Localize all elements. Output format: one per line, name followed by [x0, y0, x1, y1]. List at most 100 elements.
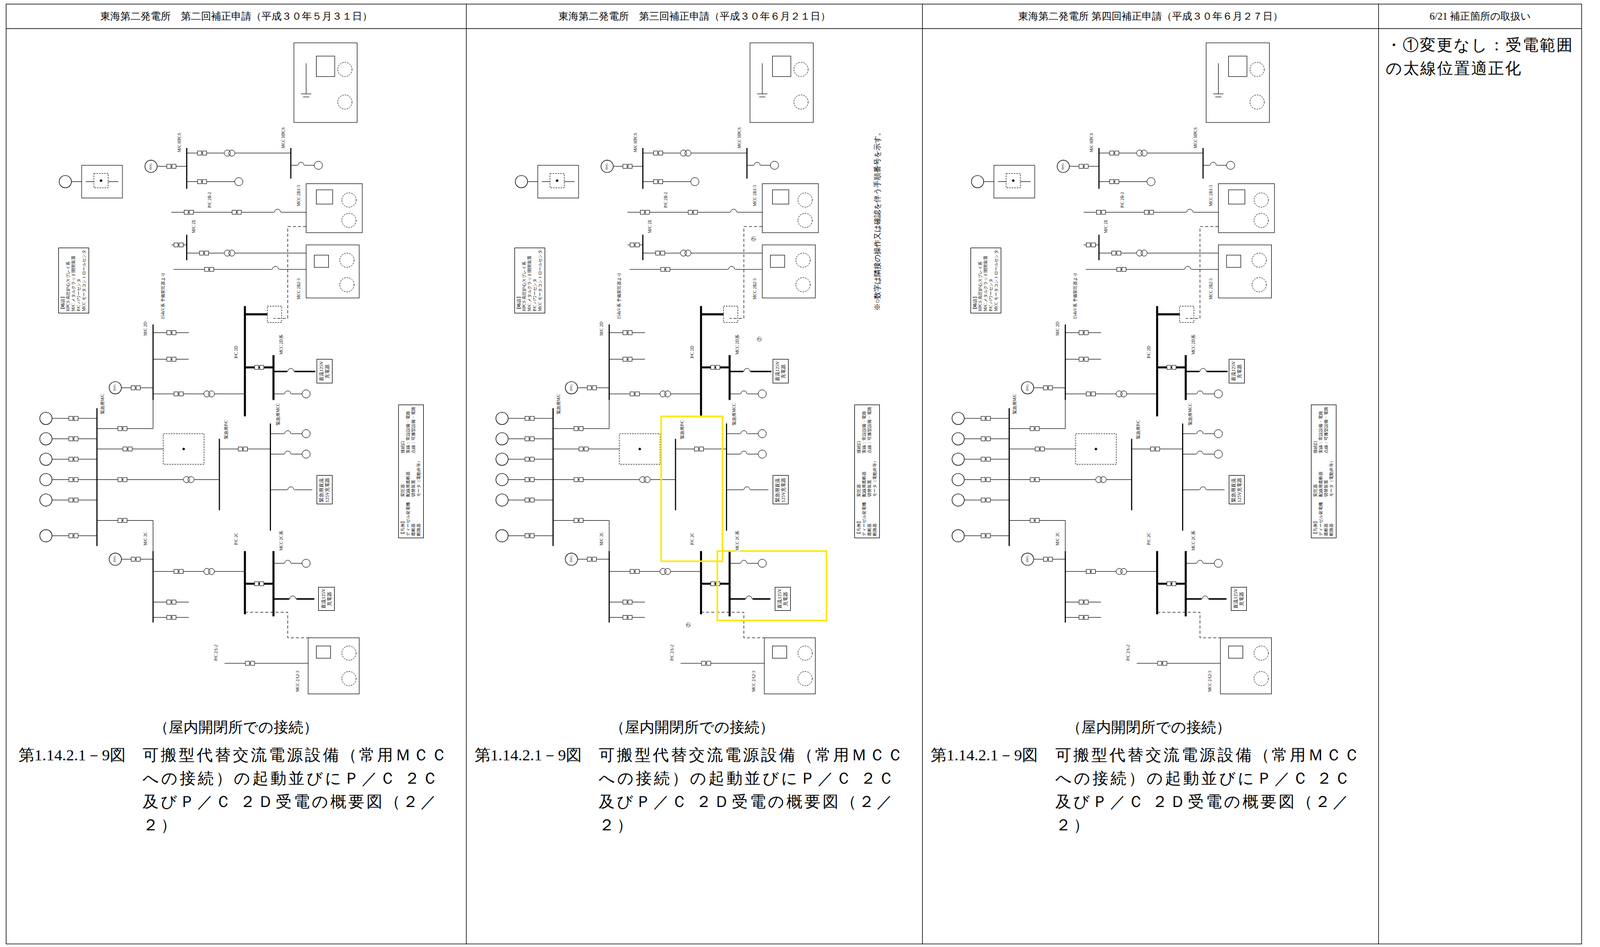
bus-label: 緊急用MCC [732, 402, 738, 426]
node-text: 点線：可搬型設備・電路 [411, 406, 417, 454]
node-content: 【略語】HPCS 高圧炉心スプレイ系M/C メタルクラッド開閉装置P/C パワー… [60, 249, 87, 312]
bus-label: MCC 2C系 [1191, 530, 1197, 552]
bus-label: MCC HPCS [281, 126, 286, 150]
node-text: 断路器 [872, 502, 878, 537]
node-text: MCC モータコントロールセンタ [993, 249, 1000, 312]
bus-label: MCC 2C系 [279, 530, 285, 552]
bus-label: 154kV系 予備変圧器より [617, 272, 623, 320]
bus-label: 緊急用P/C [1136, 419, 1142, 440]
bus-label: P/C 2A-2 [214, 644, 220, 662]
node-text: P/C パワーセンタ [532, 249, 538, 312]
bus-label: P/C 2D [690, 345, 696, 360]
node-text: HPCS 高圧炉心スプレイ系 [65, 249, 72, 312]
bus-label: M/C 2C [599, 531, 605, 547]
bus-label: MCC 2B2-3 [296, 277, 302, 301]
bus-label: MCC 2D系 [1191, 334, 1197, 356]
node-text: MCC モータコントロールセンタ [537, 249, 544, 312]
node-content: 直流125V 充電器 [776, 589, 790, 610]
bus-label: P/C 2D [234, 345, 240, 360]
charger-box: 直流125V 充電器 [772, 359, 790, 384]
node-text: 【凡例】 [1313, 502, 1319, 537]
node-text: 遮断器 [411, 502, 417, 537]
charger-box: 直流125V 充電器 [318, 587, 335, 612]
node-text: 変圧器 [856, 458, 862, 497]
node-text: 遮断器 [1323, 502, 1330, 537]
bus-label: 緊急用M/C [556, 393, 562, 416]
callout-number: ⑦ [751, 235, 757, 242]
bus-label: M/C 2C [143, 531, 149, 547]
node-text: 実線：常設設備・電路 [861, 406, 868, 454]
figure-caption: 可搬型代替交流電源設備（常用ＭＣＣへの接続）の起動並びにＰ／Ｃ ２Ｃ及びＰ／Ｃ … [1055, 743, 1369, 837]
bus-label: M/C 2E [1103, 219, 1109, 234]
bus-label: D/G [1025, 555, 1030, 563]
bus-label: MCC 2D系 [735, 334, 741, 356]
node-content: 直流125V 充電器 [318, 361, 331, 382]
highlight-frame-part [717, 551, 827, 621]
node-text: 直流125V 充電器 [318, 361, 331, 382]
bus-label: D/G [113, 383, 118, 392]
table-grid [6, 4, 1582, 945]
bus-label: MCC 2B2-3 [752, 277, 758, 301]
node-text: 直流125V 充電器 [320, 589, 333, 610]
node-text: 配線用遮断器 [1318, 458, 1324, 497]
node-content: 直流125V 充電器 [774, 361, 788, 382]
bus-label: D/G [149, 162, 154, 171]
bus-label: MCC 2A2-3 [752, 670, 757, 693]
bus-label: MCC 2B2-3 [1209, 277, 1214, 301]
node-text: 実線：常設設備・電路 [405, 406, 412, 454]
node-text: 緊急用直流 125V充電器 [1230, 477, 1244, 503]
node-text: 実線：常設設備・電路 [1318, 406, 1324, 454]
bus-label: 154kV系 予備変圧器より [160, 272, 166, 320]
node-content: 緊急用直流 125V充電器 [318, 477, 331, 503]
revision-note: ・①変更なし：受電範囲の太線位置適正化 [1385, 33, 1577, 81]
bus-label: D/G [569, 555, 574, 563]
abbreviation-box: 【略語】HPCS 高圧炉心スプレイ系M/C メタルクラッド開閉装置P/C パワー… [970, 247, 1002, 314]
bus-label: M/C 2E [191, 219, 197, 234]
node-text: M/C メタルクラッド開閉装置 [527, 249, 533, 312]
node-text: 遮断器 [867, 502, 873, 537]
node-text: 点線：可搬型設備・電路 [867, 406, 873, 454]
node-text: ディーゼル発電機 [861, 502, 868, 537]
node-text: 切替装置 [411, 458, 417, 497]
bus-label: MCC 2C系 [735, 530, 741, 552]
bus-label: M/C 2D [599, 320, 605, 336]
diagram-copy [951, 42, 1275, 695]
bus-label: P/C 2C [690, 531, 696, 546]
sub-caption: （屋内開閉所での接続） [6, 717, 467, 739]
bus-label: P/C 2C [1146, 531, 1152, 546]
bus-label: MCC HPCS [1193, 126, 1199, 150]
charger-box: 直流125V 充電器 [316, 359, 334, 384]
node-text: 緊急用直流 125V充電器 [318, 477, 331, 503]
bus-label: 緊急用MCC [276, 402, 282, 426]
node-text: 【凡例】 [856, 502, 862, 537]
node-text: 【略語】 [972, 249, 978, 312]
node-text: HPCS 高圧炉心スプレイ系 [521, 249, 528, 312]
bus-label: M/C HPCS [177, 132, 182, 154]
node-text: 直流125V 充電器 [776, 589, 790, 610]
node-text: 直流125V 充電器 [1233, 589, 1246, 610]
table-grid-part [6, 4, 1582, 945]
legend-box: 【凡例】ディーゼル発電機遮断器断路器変圧器配線用遮断器切替装置モータ（電動弁等）… [398, 404, 424, 539]
bus-label: D/G [113, 555, 118, 563]
bus-label: MCC HPCS [737, 126, 743, 150]
procedure-note: ※○数字は隣接の操作又は確認を伴う手順番号を示す。 [873, 127, 882, 311]
bus-label: MCC 2A2-3 [295, 670, 301, 693]
node-content: 直流125V 充電器 [1230, 361, 1244, 382]
bus-label: D/G [569, 383, 574, 392]
node-text: 切替装置 [867, 458, 873, 497]
node-text: 接続口 [856, 406, 862, 454]
node-text: P/C パワーセンタ [988, 249, 994, 312]
bus-label: M/C 2E [647, 219, 653, 234]
node-text: 点線：可搬型設備・電路 [1323, 406, 1330, 454]
bus-label: 緊急用P/C [680, 419, 686, 440]
bus-label: MCC 2B1-3 [296, 185, 302, 208]
node-text: M/C メタルクラッド開閉装置 [983, 249, 989, 312]
column-header: 6/21 補正箇所の取扱い [1378, 4, 1582, 29]
bus-label: P/C 2B-2 [207, 191, 213, 209]
highlight-frame-part [661, 416, 723, 562]
column-header: 東海第二発電所 第三回補正申請（平成３０年６月２１日） [466, 4, 923, 29]
bus-label: M/C HPCS [1089, 132, 1095, 154]
bus-label: P/C 2A-2 [1126, 644, 1132, 662]
node-content: 【略語】HPCS 高圧炉心スプレイ系M/C メタルクラッド開閉装置P/C パワー… [972, 249, 1000, 312]
node-text: 【略語】 [60, 249, 66, 312]
